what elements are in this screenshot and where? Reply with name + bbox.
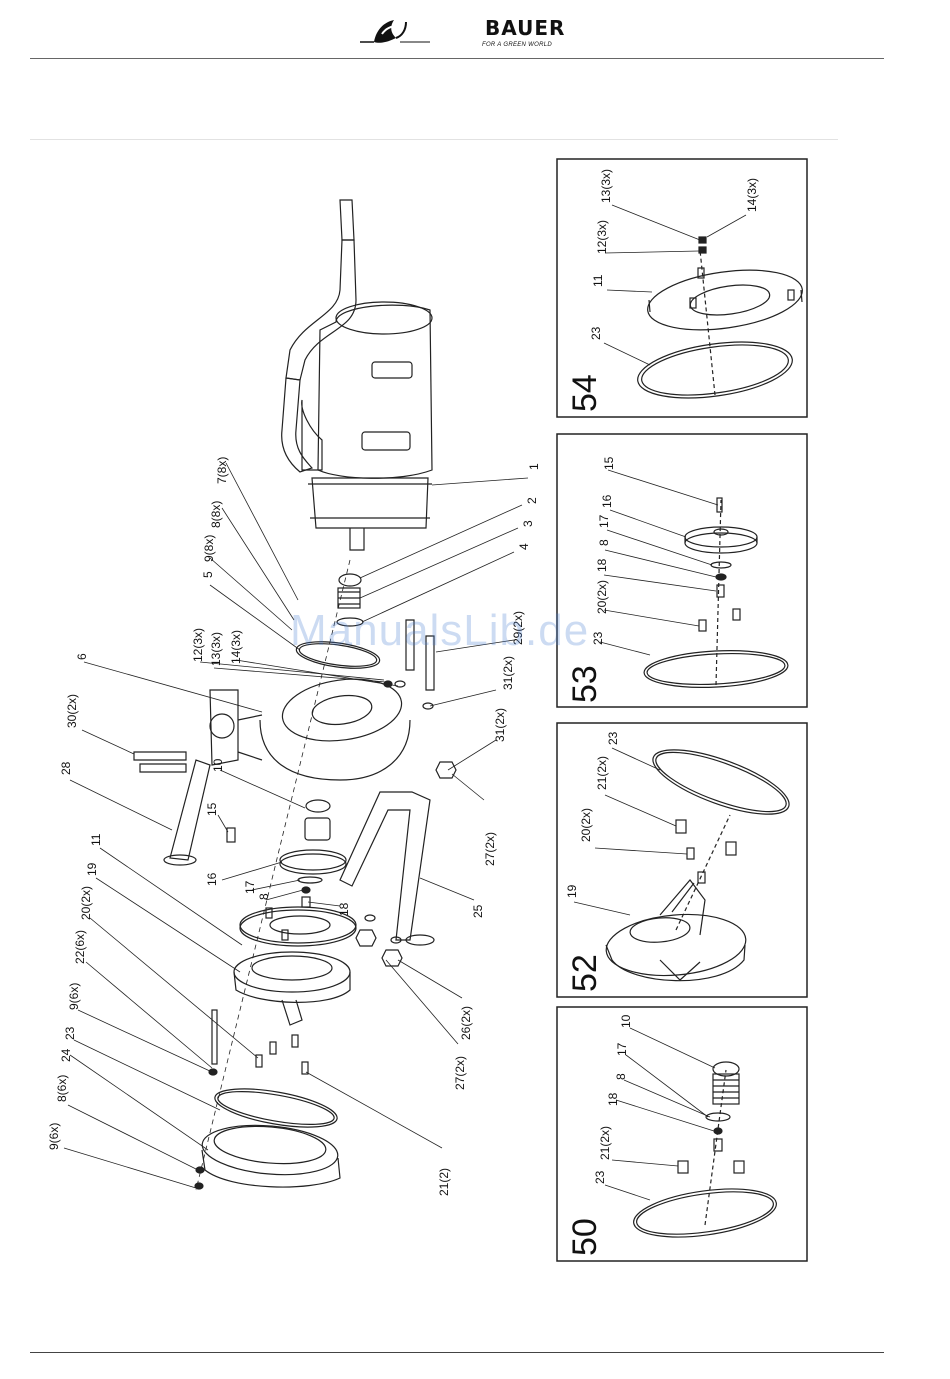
panel-50-drawing [604, 1027, 777, 1238]
main-label-31: 26(2x) [459, 1006, 473, 1040]
main-label-2: 3 [521, 520, 535, 527]
panel-54-label-0: 12(3x) [595, 220, 609, 254]
main-assembly-drawing [63, 199, 529, 1191]
main-label-28: 9(6x) [47, 1123, 61, 1150]
main-label-35: 31(2x) [501, 656, 515, 690]
bauer-logo: BAUER FOR A GREEN WORLD [360, 12, 570, 54]
main-label-9: 13(3x) [209, 632, 223, 666]
panel-50-frame [556, 1006, 808, 1262]
main-label-12: 30(2x) [65, 694, 79, 728]
main-label-20: 11 [89, 833, 103, 846]
page-header: BAUER FOR A GREEN WORLD [0, 0, 950, 60]
panel-52-frame [556, 722, 808, 998]
header-rule [30, 58, 884, 59]
panel-50-label-3: 18 [606, 1092, 620, 1106]
main-label-6: 9(8x) [202, 535, 216, 562]
brand-tagline: FOR A GREEN WORLD [482, 42, 552, 48]
main-label-21: 19 [85, 862, 99, 876]
panel-54-label-3: 11 [591, 274, 605, 287]
main-label-33: 27(2x) [483, 832, 497, 866]
main-label-30: 25 [471, 904, 485, 918]
panel-50-label-2: 8 [614, 1073, 628, 1080]
main-label-5: 8(8x) [209, 501, 223, 528]
panel-52-number: 52 [566, 954, 604, 992]
main-label-8: 12(3x) [191, 628, 205, 662]
main-label-1: 2 [525, 497, 539, 504]
main-label-32: 27(2x) [453, 1056, 467, 1090]
panel-53-label-6: 23 [591, 631, 605, 645]
watermark: ManualsLib.de [290, 606, 590, 655]
main-label-24: 9(6x) [67, 983, 81, 1010]
main-label-11: 6 [75, 653, 89, 660]
main-label-15: 10 [211, 758, 225, 772]
main-label-22: 20(2x) [79, 886, 93, 920]
panel-52-label-3: 19 [565, 884, 579, 898]
panel-54-number: 54 [566, 374, 604, 412]
panel-52-label-1: 21(2x) [595, 756, 609, 790]
main-label-23: 22(6x) [73, 930, 87, 964]
main-label-0: 1 [527, 463, 541, 470]
panel-52-label-2: 20(2x) [579, 808, 593, 842]
section-rule [30, 139, 838, 140]
main-label-29: 21(2) [437, 1168, 451, 1196]
panel-53-frame [556, 433, 808, 708]
panel-53-number: 53 [566, 665, 604, 703]
main-label-26: 24 [59, 1048, 73, 1062]
main-label-36: 29(2x) [511, 611, 525, 645]
panel-53-label-2: 17 [597, 514, 611, 528]
panel-52-label-0: 23 [606, 731, 620, 745]
main-label-13: 28 [59, 761, 73, 775]
panel-54-drawing [603, 204, 803, 399]
main-label-19: 18 [337, 902, 351, 916]
panel-50-label-1: 17 [615, 1042, 629, 1056]
main-label-25: 23 [63, 1026, 77, 1040]
panel-50-number: 50 [566, 1218, 604, 1256]
panel-52-drawing [573, 747, 790, 982]
panel-53-label-3: 8 [597, 539, 611, 546]
leaf-logo-icon [360, 20, 430, 43]
main-label-14: 15 [205, 802, 219, 816]
panel-54-frame [556, 158, 808, 418]
panel-53-label-0: 15 [602, 456, 616, 470]
panel-50-label-5: 23 [593, 1170, 607, 1184]
panel-53-label-4: 18 [595, 558, 609, 572]
panel-53-label-5: 20(2x) [595, 580, 609, 614]
footer-rule [30, 1352, 884, 1353]
panel-50-label-4: 21(2x) [598, 1126, 612, 1160]
main-label-18: 8 [257, 893, 271, 900]
panel-54-label-4: 23 [589, 326, 603, 340]
panel-54-label-2: 14(3x) [745, 178, 759, 212]
panel-53-drawing [599, 469, 789, 688]
main-label-27: 8(6x) [55, 1075, 69, 1102]
main-label-16: 16 [205, 872, 219, 886]
main-label-4: 7(8x) [215, 457, 229, 484]
brand-name: BAUER [485, 16, 566, 40]
panel-54-label-1: 13(3x) [599, 169, 613, 203]
main-label-17: 17 [243, 880, 257, 894]
panel-53-label-1: 16 [600, 494, 614, 508]
main-label-7: 5 [201, 571, 215, 578]
main-label-10: 14(3x) [229, 630, 243, 664]
panel-50-label-0: 10 [619, 1014, 633, 1028]
main-label-34: 31(2x) [493, 708, 507, 742]
main-label-3: 4 [517, 543, 531, 550]
